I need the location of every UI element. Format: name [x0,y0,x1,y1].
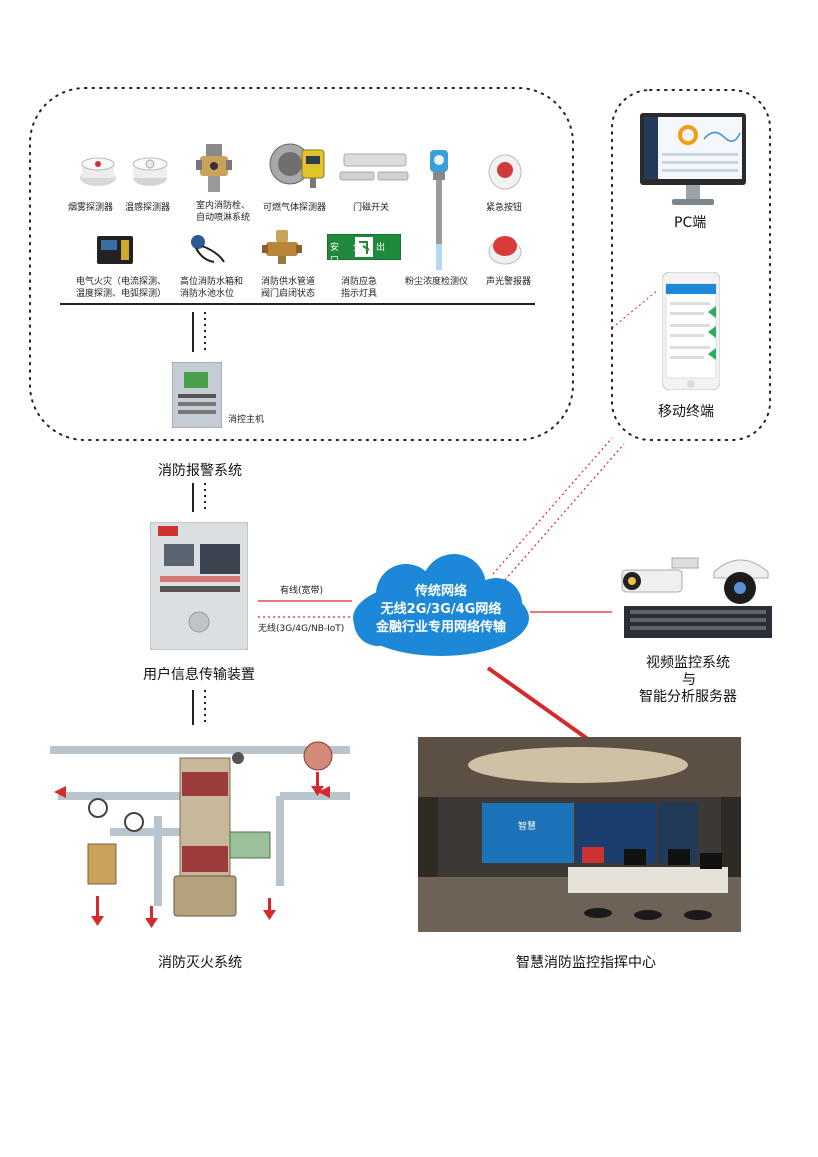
cloud-text-line1: 传统网络 [414,584,467,599]
extinguish-system-title: 消防灭火系统 [158,955,242,971]
alarm-system-enclosure [29,87,574,441]
emergency-button-image [488,154,522,190]
transmission-device-image [150,522,248,650]
wireless-label: 无线(3G/4G/NB-IoT) [258,624,345,634]
cloud-text-line3: 金融行业专用网络传输 [375,620,506,635]
door-switch-image [338,152,410,184]
water-level-label-1: 高位消防水箱和 [180,277,244,287]
command-screen-text: 智慧 [518,822,537,832]
video-system-line3: 智能分析服务器 [639,689,737,705]
exit-sign-text: 安全出口 [330,243,400,266]
electrical-fire-label-2: 温度探测、电弧探测） [76,289,167,299]
fire-control-host-image [172,362,222,428]
pc-mobile-dotted-link [611,289,659,329]
electrical-fire-monitor-image [95,232,135,268]
fire-control-host-label: 消控主机 [228,415,265,425]
heat-detector-label: 温感探测器 [125,203,171,213]
valve-label-2: 阀门启闭状态 [261,289,316,299]
cloud-to-command-link [486,666,594,744]
smoke-detector-label: 烟雾探测器 [68,203,114,213]
pc-terminal-label: PC端 [674,215,707,231]
sprinkler-label-2: 自动喷淋系统 [196,213,251,223]
pc-monitor-image [640,113,746,209]
cloud-to-terminal-link-2 [504,443,625,581]
heat-detector-image [130,150,170,190]
command-center-title: 智慧消防监控指挥中心 [516,955,656,971]
exit-light-label-1: 消防应急 [341,277,378,287]
dust-monitor-image [426,148,452,272]
cloud-to-terminal-link-1 [492,437,613,575]
valve-label-1: 消防供水管道 [261,277,316,287]
transmission-device-title: 用户信息传输装置 [143,667,255,683]
sprinkler-sensor-image [192,142,236,196]
smoke-detector-image [78,150,118,190]
terminal-enclosure [611,89,771,441]
command-center-image: 智慧 [418,737,741,932]
gas-detector-image [268,142,330,190]
exit-sign-image: 安全出口 [327,234,401,266]
alarm-system-title: 消防报警系统 [158,463,242,479]
gas-detector-label: 可燃气体探测器 [263,203,327,213]
water-level-label-2: 消防水池水位 [180,289,235,299]
cloud-text-line2: 无线2G/3G/4G网络 [380,602,502,617]
mobile-terminal-label: 移动终端 [658,404,714,420]
water-level-sensor-image [188,232,228,266]
sound-light-alarm-image [488,232,522,266]
video-system-line1: 视频监控系统 [646,655,730,671]
dust-monitor-label: 粉尘浓度检测仪 [405,277,469,287]
mobile-phone-image [662,272,720,390]
emergency-button-label: 紧急按钮 [486,203,523,213]
electrical-fire-label-1: 电气火灾（电流探测、 [76,277,167,287]
door-switch-label: 门磁开关 [353,203,390,213]
sprinkler-label-1: 室内消防栓、 [196,201,251,211]
extinguish-pipe-diagram [50,736,358,932]
exit-light-label-2: 指示灯具 [341,289,378,299]
valve-image [262,228,302,266]
sound-light-alarm-label: 声光警报器 [486,277,532,287]
video-surveillance-image [618,548,776,642]
video-system-line2: 与 [682,672,696,688]
wired-label: 有线(宽带) [280,586,324,596]
network-cloud: 传统网络 无线2G/3G/4G网络 金融行业专用网络传输 [348,552,534,666]
